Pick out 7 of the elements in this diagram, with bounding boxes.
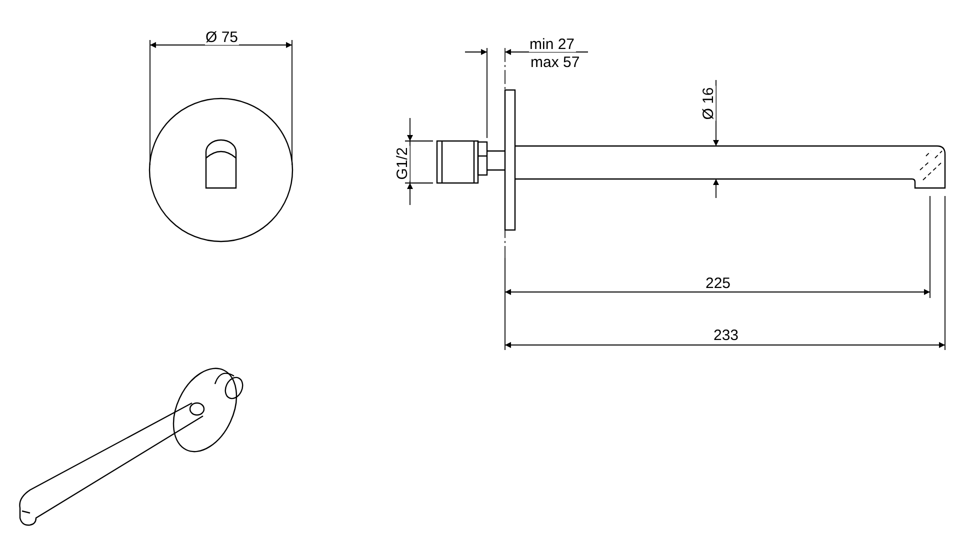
- dimension-label: max 57: [530, 54, 581, 70]
- dimension-label: Ø 75: [204, 30, 240, 44]
- dimension-label: min 27: [528, 36, 576, 52]
- dimension-label: 225: [704, 276, 732, 290]
- dimension-label: 233: [712, 328, 740, 342]
- dimension-label: G1/2: [394, 146, 410, 180]
- dimension-label: Ø 16: [700, 86, 716, 120]
